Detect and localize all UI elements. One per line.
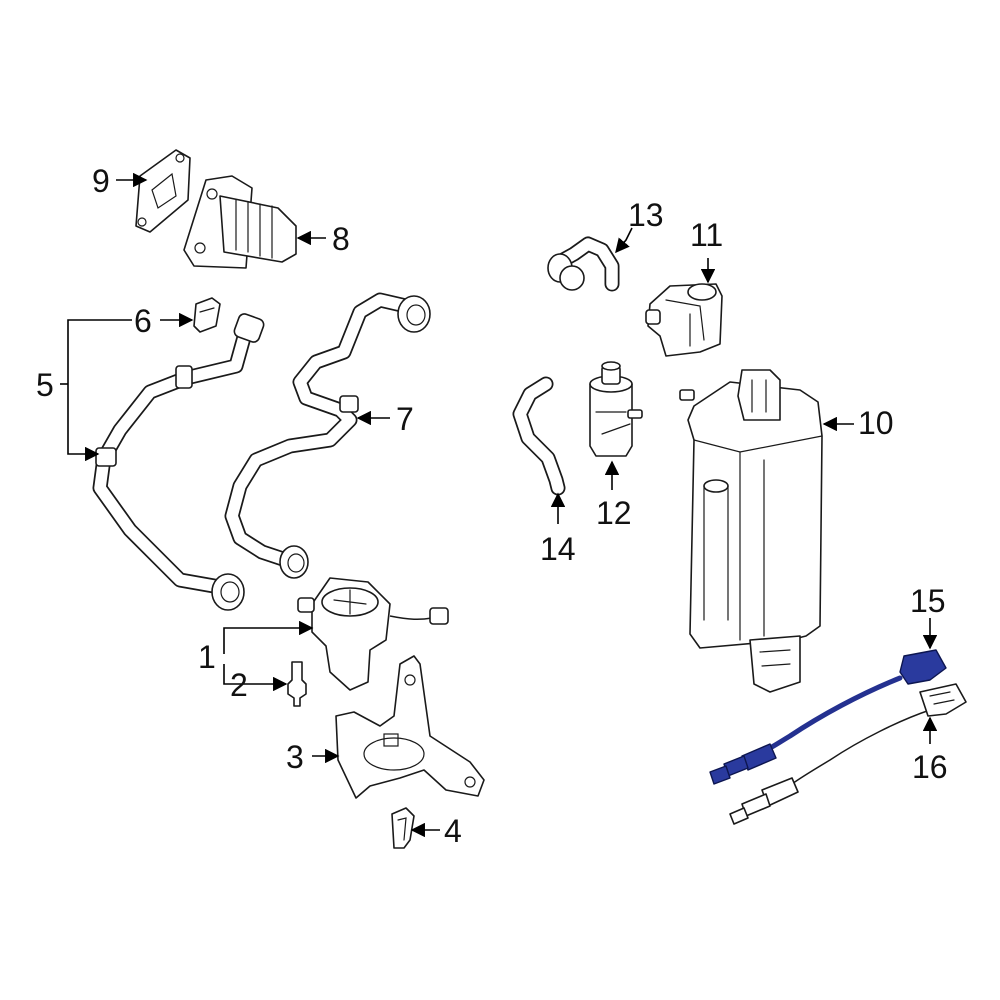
callout-7: 7 — [396, 401, 414, 437]
part-2-fitting[interactable] — [287, 661, 307, 707]
callout-5: 5 — [36, 367, 54, 403]
callout-14: 14 — [540, 531, 576, 567]
part-11-valve[interactable] — [645, 283, 723, 357]
part-1-pump[interactable] — [297, 577, 449, 691]
callout-11: 11 — [690, 217, 723, 253]
callout-1: 1 — [198, 639, 216, 675]
callout-16: 16 — [912, 749, 948, 785]
callout-9: 9 — [92, 163, 110, 199]
callout-2: 2 — [230, 667, 248, 703]
part-4-clip[interactable] — [391, 807, 415, 849]
part-10-canister[interactable] — [679, 369, 823, 693]
part-13-hose[interactable] — [547, 236, 620, 292]
callout-12: 12 — [596, 495, 632, 531]
part-5-hose[interactable] — [92, 312, 265, 611]
part-8-valve[interactable] — [183, 175, 297, 269]
callout-6: 6 — [134, 303, 152, 339]
part-7-hose[interactable] — [224, 292, 431, 579]
callout-13: 13 — [628, 197, 664, 233]
callouts: 9 8 6 5 7 1 2 3 4 13 11 10 12 14 15 16 — [36, 163, 948, 849]
part-16-sensor[interactable] — [729, 683, 967, 825]
part-15-sensor-highlighted[interactable] — [709, 649, 947, 785]
part-14-hose[interactable] — [512, 376, 566, 496]
part-9-gasket[interactable] — [135, 149, 191, 233]
callout-15: 15 — [910, 583, 946, 619]
callout-4: 4 — [444, 813, 462, 849]
part-6-sensor[interactable] — [193, 297, 221, 333]
part-12-filter[interactable] — [589, 361, 643, 457]
callout-8: 8 — [332, 221, 350, 257]
leader-lines — [60, 172, 938, 838]
part-3-bracket[interactable] — [335, 655, 485, 799]
callout-10: 10 — [858, 405, 894, 441]
callout-3: 3 — [286, 739, 304, 775]
